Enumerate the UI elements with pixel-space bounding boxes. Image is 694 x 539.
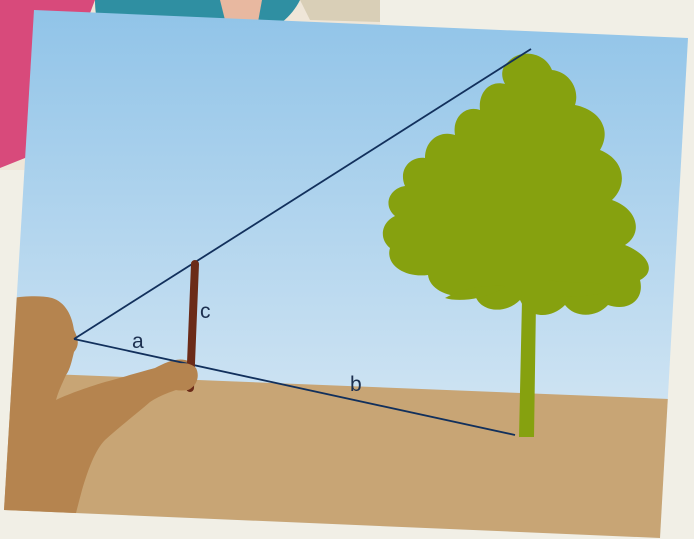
label-c: c xyxy=(200,300,211,323)
label-a: a xyxy=(132,330,144,353)
label-b: b xyxy=(350,373,362,396)
